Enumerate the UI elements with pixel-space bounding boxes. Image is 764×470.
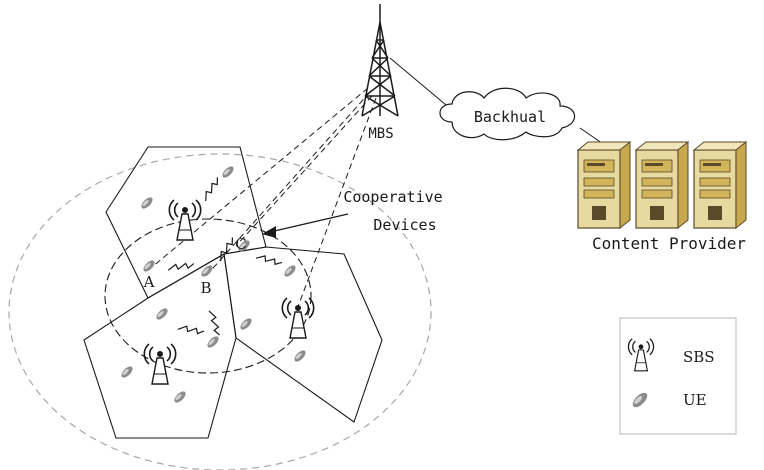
cooperative-label-line2: Devices — [373, 216, 436, 234]
sbs-icon — [143, 343, 177, 385]
legend-ue-label: UE — [683, 391, 707, 409]
ue-icon — [119, 364, 135, 380]
backhaul-label: Backhual — [474, 108, 546, 126]
legend: SBS UE — [619, 317, 737, 435]
macro-coverage-circle — [8, 153, 432, 470]
cooperative-arrow — [262, 213, 349, 238]
content-provider-label: Content Provider — [592, 234, 746, 253]
legend-sbs-label: SBS — [683, 348, 715, 366]
lightning-link-icon — [167, 261, 195, 271]
lightning-link-icon — [255, 252, 283, 267]
mbs-backhaul-link — [389, 57, 453, 111]
sbs-icon — [281, 297, 315, 339]
d2d-links — [167, 176, 283, 337]
content-provider-servers — [577, 141, 747, 229]
cooperative-label-line1: Cooperative — [343, 188, 442, 206]
ue-icon — [220, 164, 236, 180]
server-icon — [635, 141, 689, 229]
ue-icon — [141, 258, 157, 274]
ue-icon — [172, 389, 188, 405]
server-icon — [693, 141, 747, 229]
mbs-links — [145, 87, 377, 313]
lightning-link-icon — [201, 176, 222, 202]
server-icon — [577, 141, 631, 229]
cell-bottom-right — [223, 246, 383, 423]
legend-box — [619, 317, 737, 435]
cooperation-circle — [104, 218, 312, 374]
ue-icon — [199, 263, 215, 279]
hexagon-cells — [83, 146, 383, 439]
device-c-label: C — [235, 235, 246, 253]
ue-icon — [139, 195, 155, 211]
ue-icon — [282, 263, 298, 279]
lightning-link-icon — [208, 309, 222, 337]
ue-icon — [154, 306, 170, 322]
mbs-tower-icon — [361, 4, 399, 117]
ue-icon — [205, 334, 221, 350]
lightning-link-icon — [177, 323, 205, 336]
device-a-label: A — [143, 273, 155, 291]
backhaul-cloud-icon — [439, 87, 576, 141]
ue-icon — [238, 316, 254, 332]
mbs-label: MBS — [368, 126, 393, 142]
ue-icon — [292, 348, 308, 364]
device-b-label: B — [200, 279, 211, 297]
lightning-link-icon — [216, 236, 237, 262]
